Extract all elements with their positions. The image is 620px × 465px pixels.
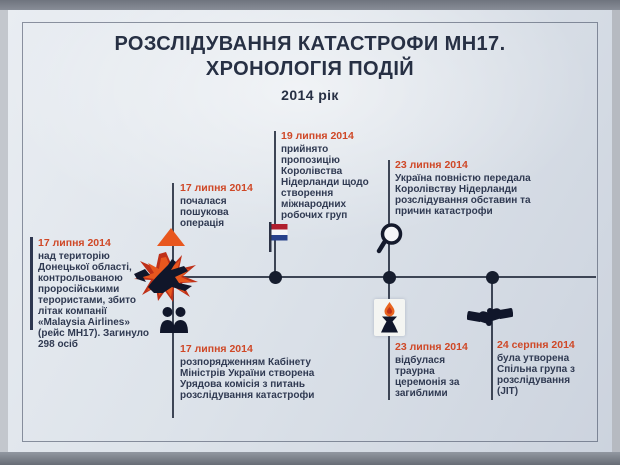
- slide-border: [22, 22, 598, 442]
- event-text: почалася пошукова операція: [180, 196, 229, 229]
- event-text: відбулася траурна церемонія за загиблими: [395, 355, 460, 399]
- title-year: 2014 рік: [281, 87, 339, 103]
- event-block-transfer: 23 липня 2014 Україна повністю передала …: [395, 159, 567, 217]
- plane-crash-icon: [134, 252, 198, 302]
- event-date: 17 липня 2014: [180, 343, 253, 355]
- event-block-mourning: 23 липня 2014 відбулася траурна церемоні…: [395, 341, 473, 399]
- photo-frame-top: [0, 0, 620, 10]
- event-block-netherlands: 19 липня 2014 прийнято пропозицію Королі…: [281, 130, 377, 221]
- event-block-cabinet: 17 липня 2014 розпорядженням Кабінету Мі…: [180, 343, 315, 401]
- crash-block-accent-bar: [30, 237, 33, 330]
- event-date: 17 липня 2014: [38, 237, 111, 249]
- event-date: 17 липня 2014: [180, 182, 253, 194]
- event-block-search: 17 липня 2014 почалася пошукова операція: [180, 182, 260, 229]
- handshake-icon: [467, 308, 513, 326]
- slide-background: [8, 10, 612, 452]
- event-date: 19 липня 2014: [281, 130, 354, 142]
- warning-triangle-icon: [157, 228, 185, 246]
- event-date: 23 липня 2014: [395, 341, 468, 353]
- timeline-node-jit: [485, 270, 499, 284]
- timeline-node-transfer: [382, 270, 396, 284]
- candle-icon: [381, 302, 398, 333]
- connector-line-jit: [491, 277, 493, 400]
- title-line-2: ХРОНОЛОГІЯ ПОДІЙ: [205, 58, 415, 80]
- event-text: розпорядженням Кабінету Міністрів Україн…: [180, 357, 315, 401]
- jet-body: [148, 259, 192, 293]
- timeline-node-netherlands: [268, 270, 282, 284]
- event-text: прийнято пропозицію Королівства Нідерлан…: [281, 144, 369, 221]
- photo-frame-right: [612, 10, 620, 452]
- event-date: 23 липня 2014: [395, 159, 468, 171]
- connector-line-netherlands: [274, 131, 276, 277]
- candle-body: [381, 316, 398, 333]
- timeline-axis: [163, 276, 596, 278]
- netherlands-flag-icon: [269, 222, 288, 252]
- event-text: була утворена Спільна група з розслідува…: [497, 353, 575, 397]
- event-date: 24 серпня 2014: [497, 339, 575, 351]
- event-block-crash: 17 липня 2014 над територію Донецької об…: [38, 237, 156, 350]
- magnifier-icon: [376, 223, 403, 254]
- infographic-title: РОЗСЛІДУВАННЯ КАТАСТРОФИ МН17. ХРОНОЛОГІ…: [30, 32, 590, 105]
- event-block-jit: 24 серпня 2014 була утворена Спільна гру…: [497, 339, 589, 397]
- jet-fragment: [134, 269, 150, 282]
- title-line-1: РОЗСЛІДУВАННЯ КАТАСТРОФИ МН17.: [114, 33, 506, 55]
- photo-frame-left: [0, 10, 8, 452]
- photo-frame-bottom: [0, 452, 620, 465]
- event-text: над територію Донецької області, контрол…: [38, 251, 149, 350]
- people-icon: [160, 307, 188, 333]
- event-text: Україна повністю передала Королівству Ні…: [395, 173, 531, 217]
